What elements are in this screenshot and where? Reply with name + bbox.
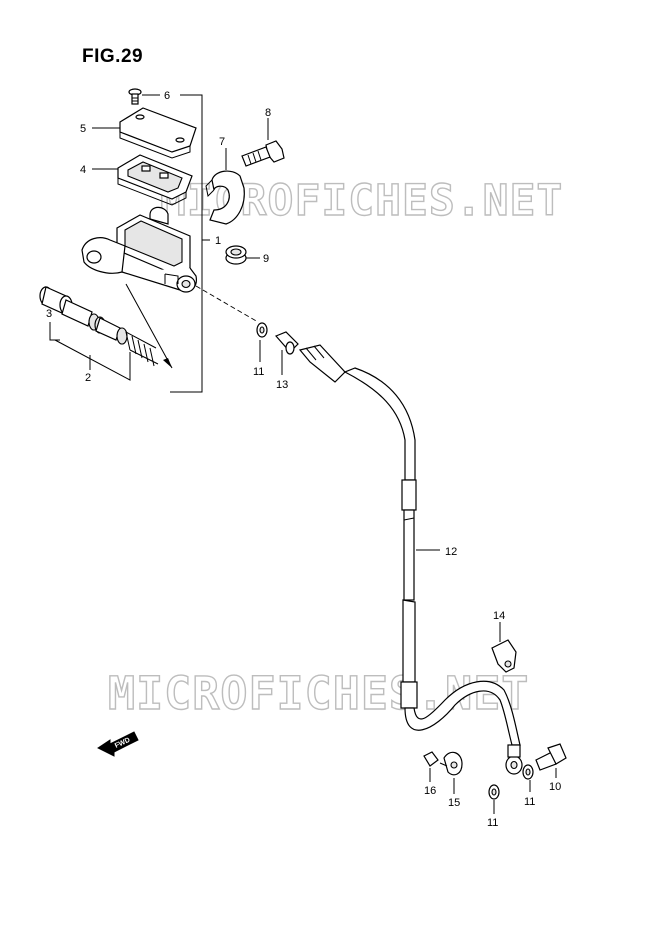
brake-hose	[298, 344, 523, 775]
callout-10: 10	[549, 781, 561, 793]
callout-13: 13	[276, 379, 288, 391]
callout-4: 4	[80, 164, 86, 176]
reservoir-cap-screw	[128, 88, 160, 105]
callout-11-lower: 11	[487, 817, 498, 829]
callout-7: 7	[219, 136, 225, 148]
clamp-bolt	[241, 118, 285, 167]
banjo-washer-and-bolt-upper	[256, 322, 299, 375]
assembly-bracket	[170, 94, 210, 393]
diaphragm	[92, 154, 193, 206]
piston-kit	[39, 286, 159, 381]
callout-6: 6	[164, 90, 170, 102]
callout-2: 2	[85, 372, 91, 384]
callout-5: 5	[80, 123, 86, 135]
callout-labels: 1 2 3 4 5 6 7 8 9 10 11 11 11 11 12 13 1…	[46, 90, 561, 829]
reservoir-cap	[92, 107, 197, 159]
callout-14: 14	[493, 610, 505, 622]
master-cylinder-body	[81, 206, 259, 369]
callout-16: 16	[424, 785, 436, 797]
callout-11-upper: 11	[253, 366, 264, 378]
callout-1: 1	[215, 235, 221, 247]
dust-boot	[225, 245, 260, 265]
callout-15: 15	[448, 797, 460, 809]
handlebar-clamp	[205, 148, 245, 225]
banjo-washers-and-bolt-lower	[488, 743, 567, 814]
callout-3: 3	[46, 308, 52, 320]
forward-direction-arrow: FWD	[97, 731, 139, 757]
callout-12: 12	[445, 546, 457, 558]
callout-11-right: 11	[524, 796, 535, 808]
hose-clamp-and-bolt	[423, 751, 463, 794]
callout-8: 8	[265, 107, 271, 119]
figure-title: FIG.29	[82, 46, 144, 67]
hose-bracket	[491, 622, 517, 673]
callout-9: 9	[263, 253, 269, 265]
